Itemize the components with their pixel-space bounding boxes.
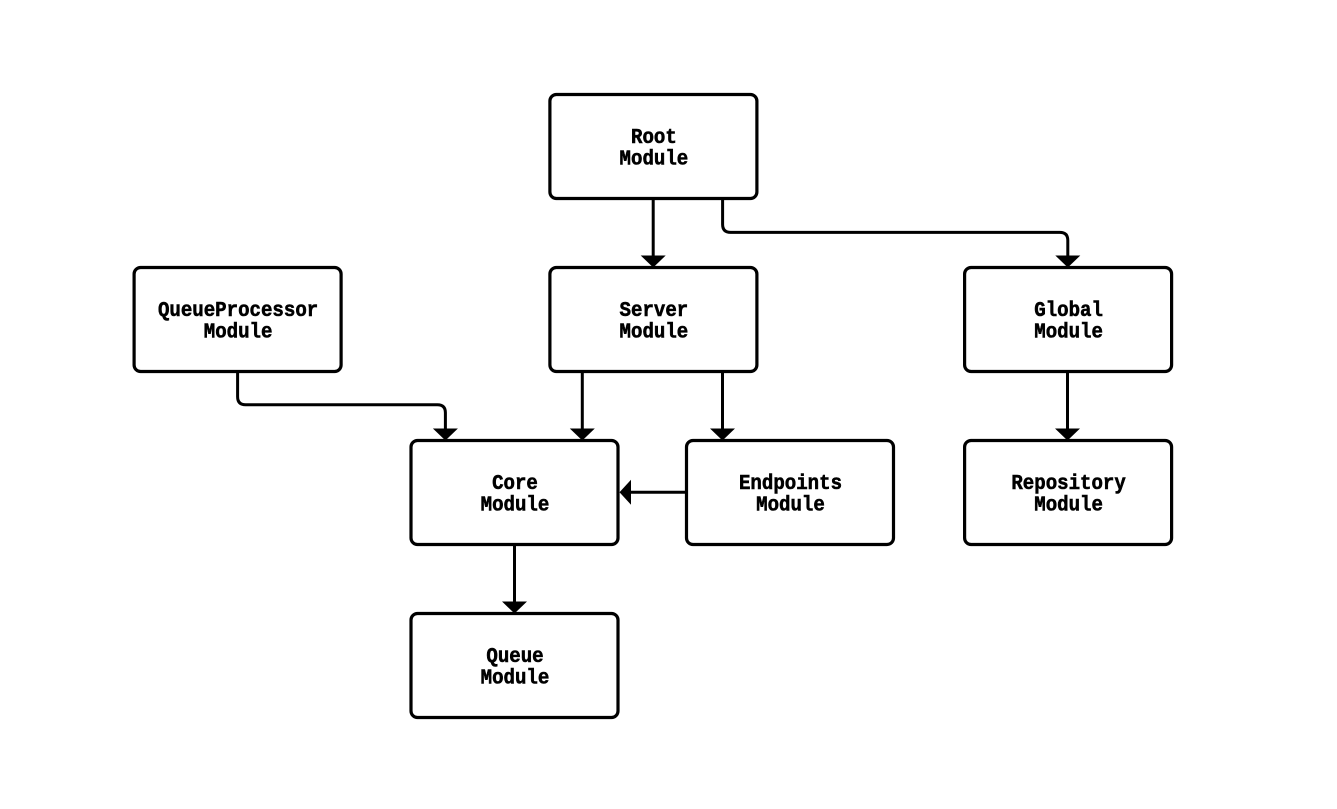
svg-text:Queue: Queue xyxy=(486,646,543,669)
svg-text:Module: Module xyxy=(1034,495,1103,518)
svg-text:QueueProcessor: QueueProcessor xyxy=(158,300,318,323)
svg-text:Server: Server xyxy=(620,300,689,323)
svg-text:Module: Module xyxy=(204,322,273,345)
svg-text:Root: Root xyxy=(631,127,677,150)
svg-text:Module: Module xyxy=(756,495,825,518)
svg-text:Global: Global xyxy=(1034,300,1103,323)
svg-text:Module: Module xyxy=(620,322,689,345)
svg-text:Module: Module xyxy=(481,668,550,691)
svg-text:Endpoints: Endpoints xyxy=(739,473,842,496)
svg-text:Module: Module xyxy=(1034,322,1103,345)
svg-text:Module: Module xyxy=(481,495,550,518)
svg-text:Core: Core xyxy=(492,473,538,496)
svg-text:Repository: Repository xyxy=(1011,473,1126,496)
svg-text:Module: Module xyxy=(620,149,689,172)
